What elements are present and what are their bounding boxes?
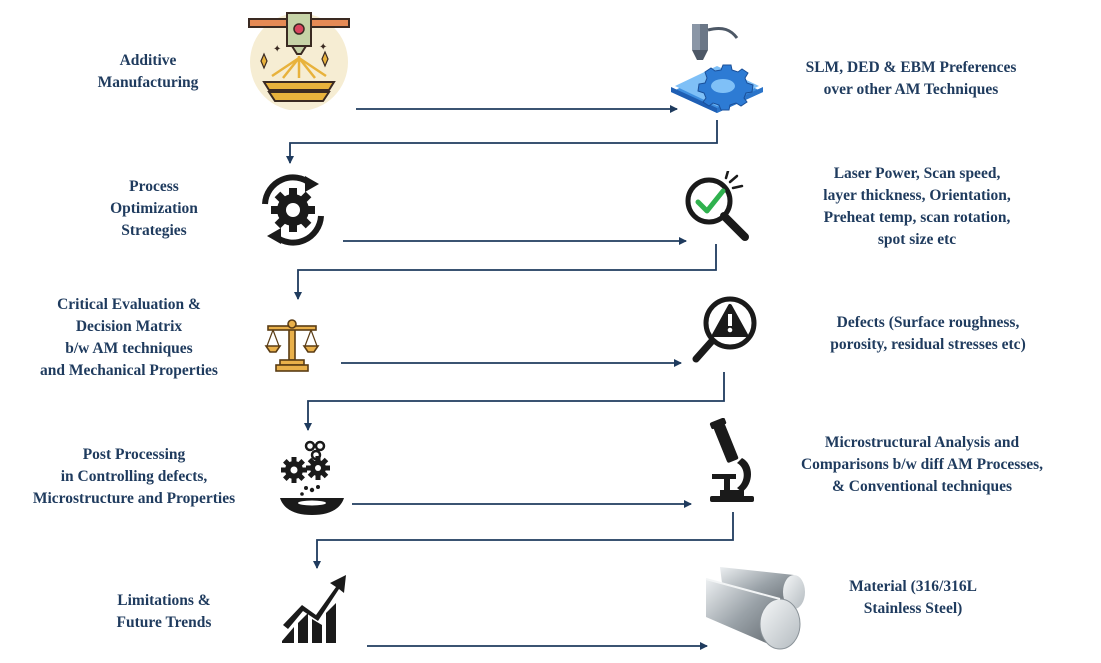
arrow-params-to-critical [294,244,717,300]
step-label-post-processing: Post Processing in Controlling defects, … [32,446,236,507]
svg-text:✦: ✦ [319,42,327,53]
step-label-microstructural-analysis: Microstructural Analysis and Comparisons… [800,434,1044,495]
step-label-process-optimization: Process Optimization Strategies [110,178,198,239]
arrow-slm-to-process [286,120,718,164]
laser-printer-icon: ✦ ✦ [248,12,350,110]
gear-cycle-icon [262,174,324,246]
step-label-critical-evaluation: Critical Evaluation & Decision Matrix b/… [40,296,218,379]
arrow-defects-to-post [304,372,725,431]
arrow-micro-to-limitations [313,512,734,569]
magnifier-check-icon [685,171,749,241]
3d-printer-gear-icon [671,24,763,113]
gears-bowl-icon [280,440,344,515]
step-label-process-parameters: Laser Power, Scan speed, layer thickness… [823,165,1011,248]
microscope-icon [709,418,754,502]
step-label-additive-manufacturing: Additive Manufacturing [97,52,199,91]
step-label-limitations: Limitations & Future Trends [116,592,212,631]
balance-scale-icon [264,319,320,372]
steel-bars-icon [705,567,805,650]
magnifier-warning-icon [692,296,757,363]
step-label-material: Material (316/316L Stainless Steel) [849,578,977,617]
growth-chart-icon [282,575,346,643]
step-label-slm-ded-ebm: SLM, DED & EBM Preferences over other AM… [805,59,1017,98]
svg-text:✦: ✦ [273,44,281,55]
step-label-defects: Defects (Surface roughness, porosity, re… [830,314,1026,353]
